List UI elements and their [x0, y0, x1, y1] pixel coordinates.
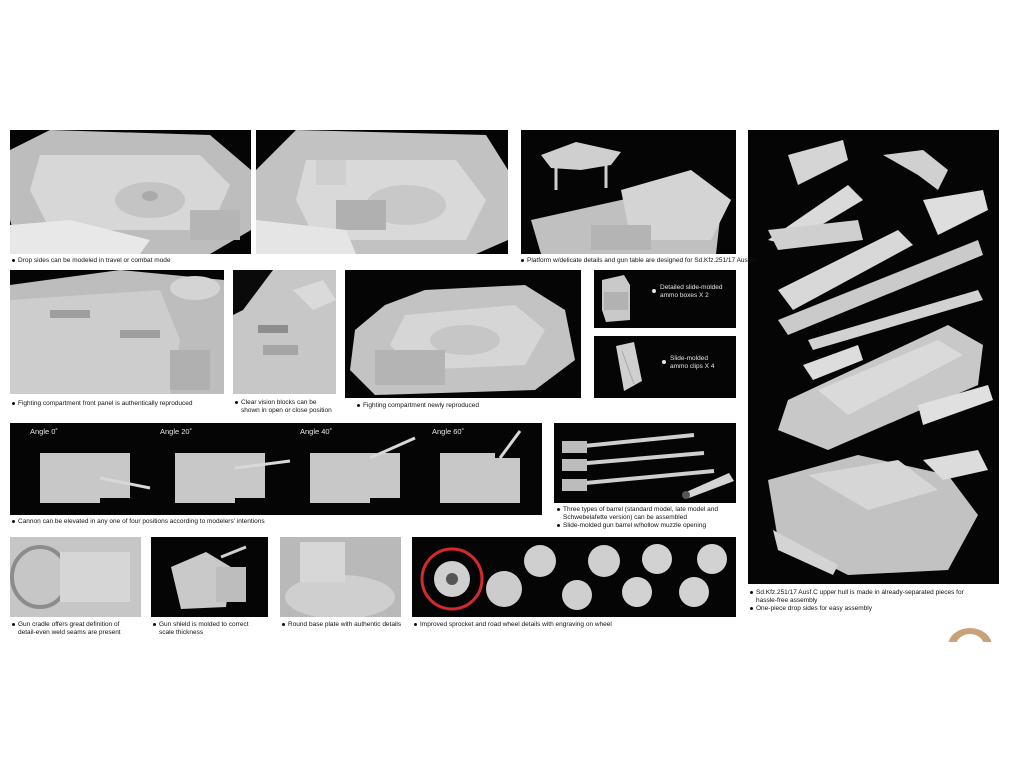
gun-cradle-panel: [10, 537, 141, 617]
caption-drop-sides: Drop sides can be modeled in travel or c…: [12, 257, 170, 265]
vision-blocks-panel: [233, 270, 336, 394]
platform-panel: [521, 130, 736, 254]
caption-hull: Sd.Kfz.251/17 Ausf.C upper hull is made …: [750, 589, 964, 613]
emblem-fragment: [944, 626, 996, 642]
angle-40-label: Angle 40˚: [300, 427, 333, 436]
ammo-boxes-panel: Detailed slide-molded ammo boxes X 2: [594, 270, 736, 328]
front-panel-panel: [10, 270, 224, 394]
caption-compartment: Fighting compartment newly reproduced: [357, 402, 479, 410]
drop-sides-panel: [10, 130, 251, 254]
caption-platform: Platform w/delicate details and gun tabl…: [521, 257, 756, 265]
angle-60-label: Angle 60˚: [432, 427, 465, 436]
caption-base-plate: Round base plate with authentic details: [282, 621, 401, 629]
ammo-clips-label-2: ammo clips X 4: [670, 363, 715, 370]
angle-0-label: Angle 0˚: [30, 427, 58, 436]
caption-barrels: Three types of barrel (standard model, l…: [557, 506, 718, 530]
ammo-boxes-label-2: ammo boxes X 2: [660, 292, 709, 299]
compartment-panel: [345, 270, 581, 398]
sprocket-panel: [412, 537, 736, 617]
ammo-clips-panel: Slide-molded ammo clips X 4: [594, 336, 736, 398]
ammo-clips-label-1: Slide-molded: [670, 355, 708, 362]
caption-cannon: Cannon can be elevated in any one of fou…: [12, 518, 265, 526]
upper-hull-panel: [748, 130, 999, 584]
angle-20-label: Angle 20˚: [160, 427, 193, 436]
base-plate-panel: [280, 537, 401, 617]
caption-sprocket: Improved sprocket and road wheel details…: [414, 621, 612, 629]
ammo-boxes-label-1: Detailed slide-molded: [660, 284, 723, 291]
gun-shield-panel: [151, 537, 268, 617]
drop-sides-combat-panel: [256, 130, 508, 254]
caption-front-panel: Fighting compartment front panel is auth…: [12, 400, 193, 408]
barrels-panel: [554, 423, 736, 503]
cannon-angles-panel: Angle 0˚ Angle 20˚ Angle 40˚ Angle 60˚: [10, 423, 542, 515]
